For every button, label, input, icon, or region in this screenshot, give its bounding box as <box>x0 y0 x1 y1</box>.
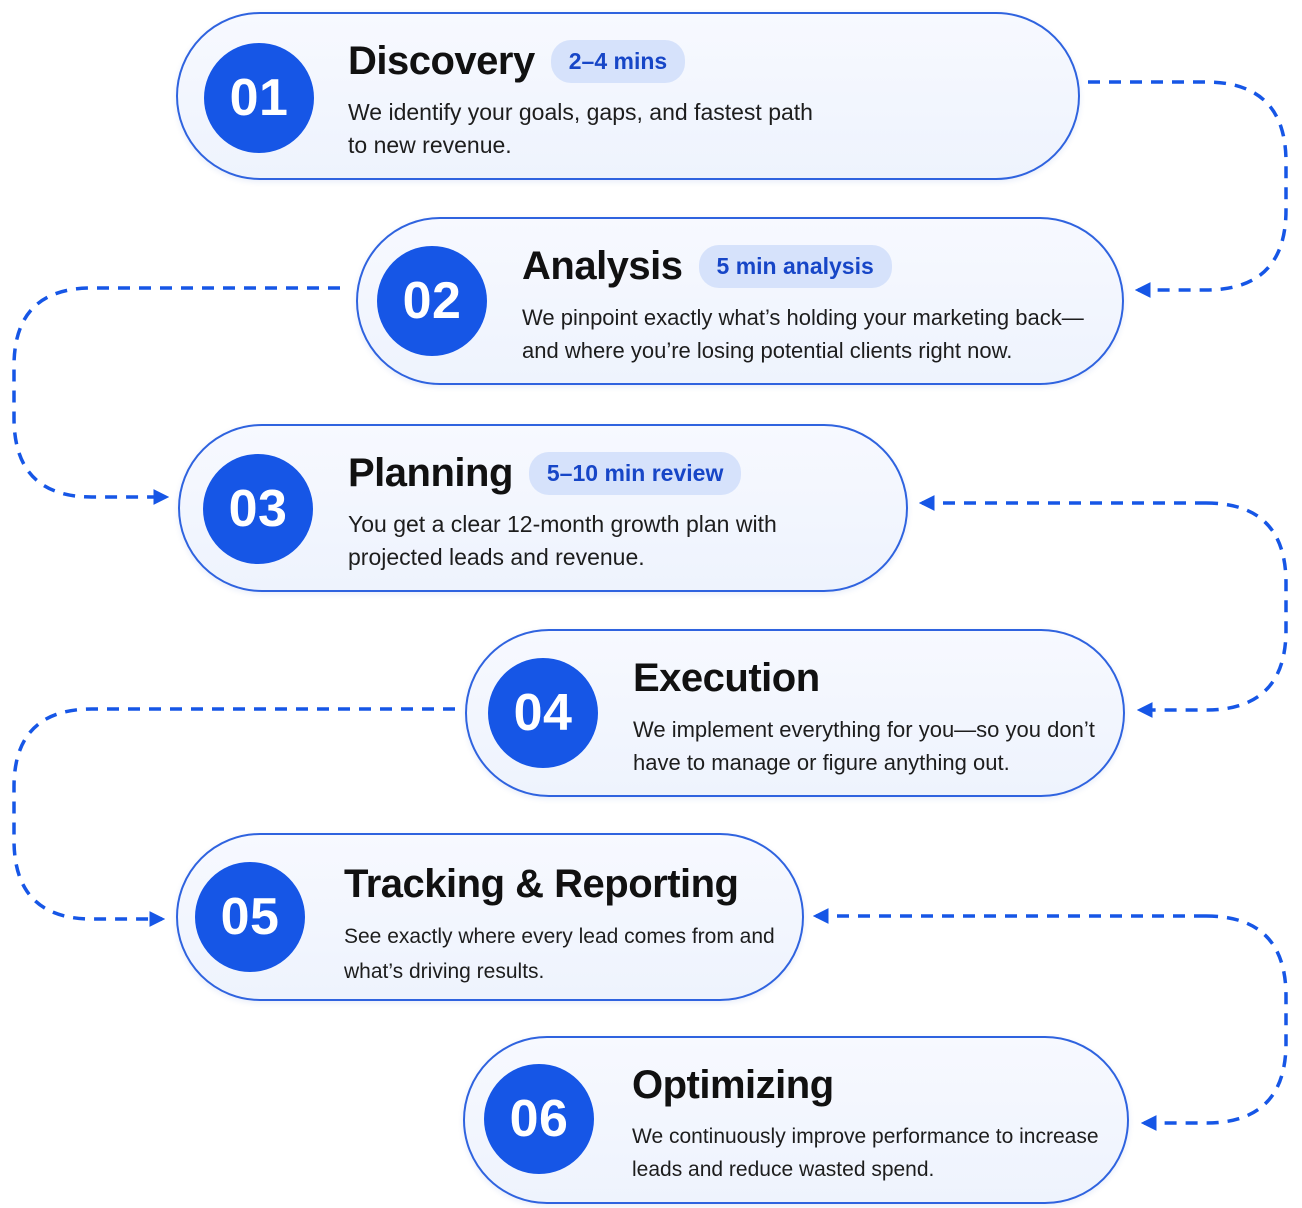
step-number-badge: 01 <box>204 43 314 153</box>
step-content: Planning 5–10 min review You get a clear… <box>348 448 777 574</box>
step-number-badge: 03 <box>203 454 313 564</box>
step-description: We implement everything for you—so you d… <box>633 713 1095 779</box>
step-description-line: See exactly where every lead comes from … <box>344 925 775 948</box>
step-description: You get a clear 12-month growth plan wit… <box>348 508 777 574</box>
step-title: Optimizing <box>632 1062 834 1107</box>
step-description: See exactly where every lead comes from … <box>344 919 775 989</box>
step-content: Analysis 5 min analysis We pinpoint exac… <box>522 241 1084 367</box>
step-header: Discovery 2–4 mins <box>348 36 813 86</box>
connector-arrow-1-to-2 <box>1088 80 1288 298</box>
step-description-line: You get a clear 12-month growth plan wit… <box>348 511 777 537</box>
step-card-tracking-reporting: 05 Tracking & Reporting See exactly wher… <box>176 833 804 1001</box>
step-title: Analysis <box>522 243 683 288</box>
step-card-planning: 03 Planning 5–10 min review You get a cl… <box>178 424 908 592</box>
step-card-optimizing: 06 Optimizing We continuously improve pe… <box>463 1036 1129 1204</box>
step-number-badge: 02 <box>377 246 487 356</box>
step-header: Analysis 5 min analysis <box>522 241 1084 291</box>
duration-badge: 5 min analysis <box>698 244 892 288</box>
step-title: Tracking & Reporting <box>344 861 739 906</box>
step-number-badge: 04 <box>488 658 598 768</box>
connector-arrow-3-to-4 <box>1136 501 1288 718</box>
connector-arrow-5-to-6 <box>1140 914 1288 1131</box>
step-description-line: We continuously improve performance to i… <box>632 1125 1099 1148</box>
duration-badge: 5–10 min review <box>528 451 742 495</box>
step-description-line: We implement everything for you—so you d… <box>633 717 1095 742</box>
step-card-execution: 04 Execution We implement everything for… <box>465 629 1125 797</box>
step-header: Optimizing <box>632 1060 1099 1110</box>
step-description-line: what’s driving results. <box>344 960 545 983</box>
step-description-line: have to manage or figure anything out. <box>633 750 1010 775</box>
step-description-line: We identify your goals, gaps, and fastes… <box>348 99 813 125</box>
step-description-line: We pinpoint exactly what’s holding your … <box>522 305 1084 330</box>
step-card-analysis: 02 Analysis 5 min analysis We pinpoint e… <box>356 217 1124 385</box>
step-description: We identify your goals, gaps, and fastes… <box>348 96 813 162</box>
step-content: Optimizing We continuously improve perfo… <box>632 1060 1099 1186</box>
step-header: Tracking & Reporting <box>344 859 775 909</box>
step-description: We continuously improve performance to i… <box>632 1120 1099 1186</box>
step-header: Execution <box>633 653 1095 703</box>
step-number-badge: 06 <box>484 1064 594 1174</box>
step-title: Planning <box>348 450 513 495</box>
step-title: Execution <box>633 655 820 700</box>
step-title: Discovery <box>348 38 535 83</box>
step-content: Tracking & Reporting See exactly where e… <box>344 859 775 989</box>
step-description: We pinpoint exactly what’s holding your … <box>522 301 1084 367</box>
duration-badge: 2–4 mins <box>550 39 686 83</box>
step-description-line: projected leads and revenue. <box>348 544 645 570</box>
step-description-line: to new revenue. <box>348 132 512 158</box>
step-number-badge: 05 <box>195 862 305 972</box>
step-description-line: leads and reduce wasted spend. <box>632 1158 935 1181</box>
step-card-discovery: 01 Discovery 2–4 mins We identify your g… <box>176 12 1080 180</box>
step-content: Discovery 2–4 mins We identify your goal… <box>348 36 813 162</box>
step-content: Execution We implement everything for yo… <box>633 653 1095 779</box>
step-description-line: and where you’re losing potential client… <box>522 338 1013 363</box>
step-header: Planning 5–10 min review <box>348 448 777 498</box>
